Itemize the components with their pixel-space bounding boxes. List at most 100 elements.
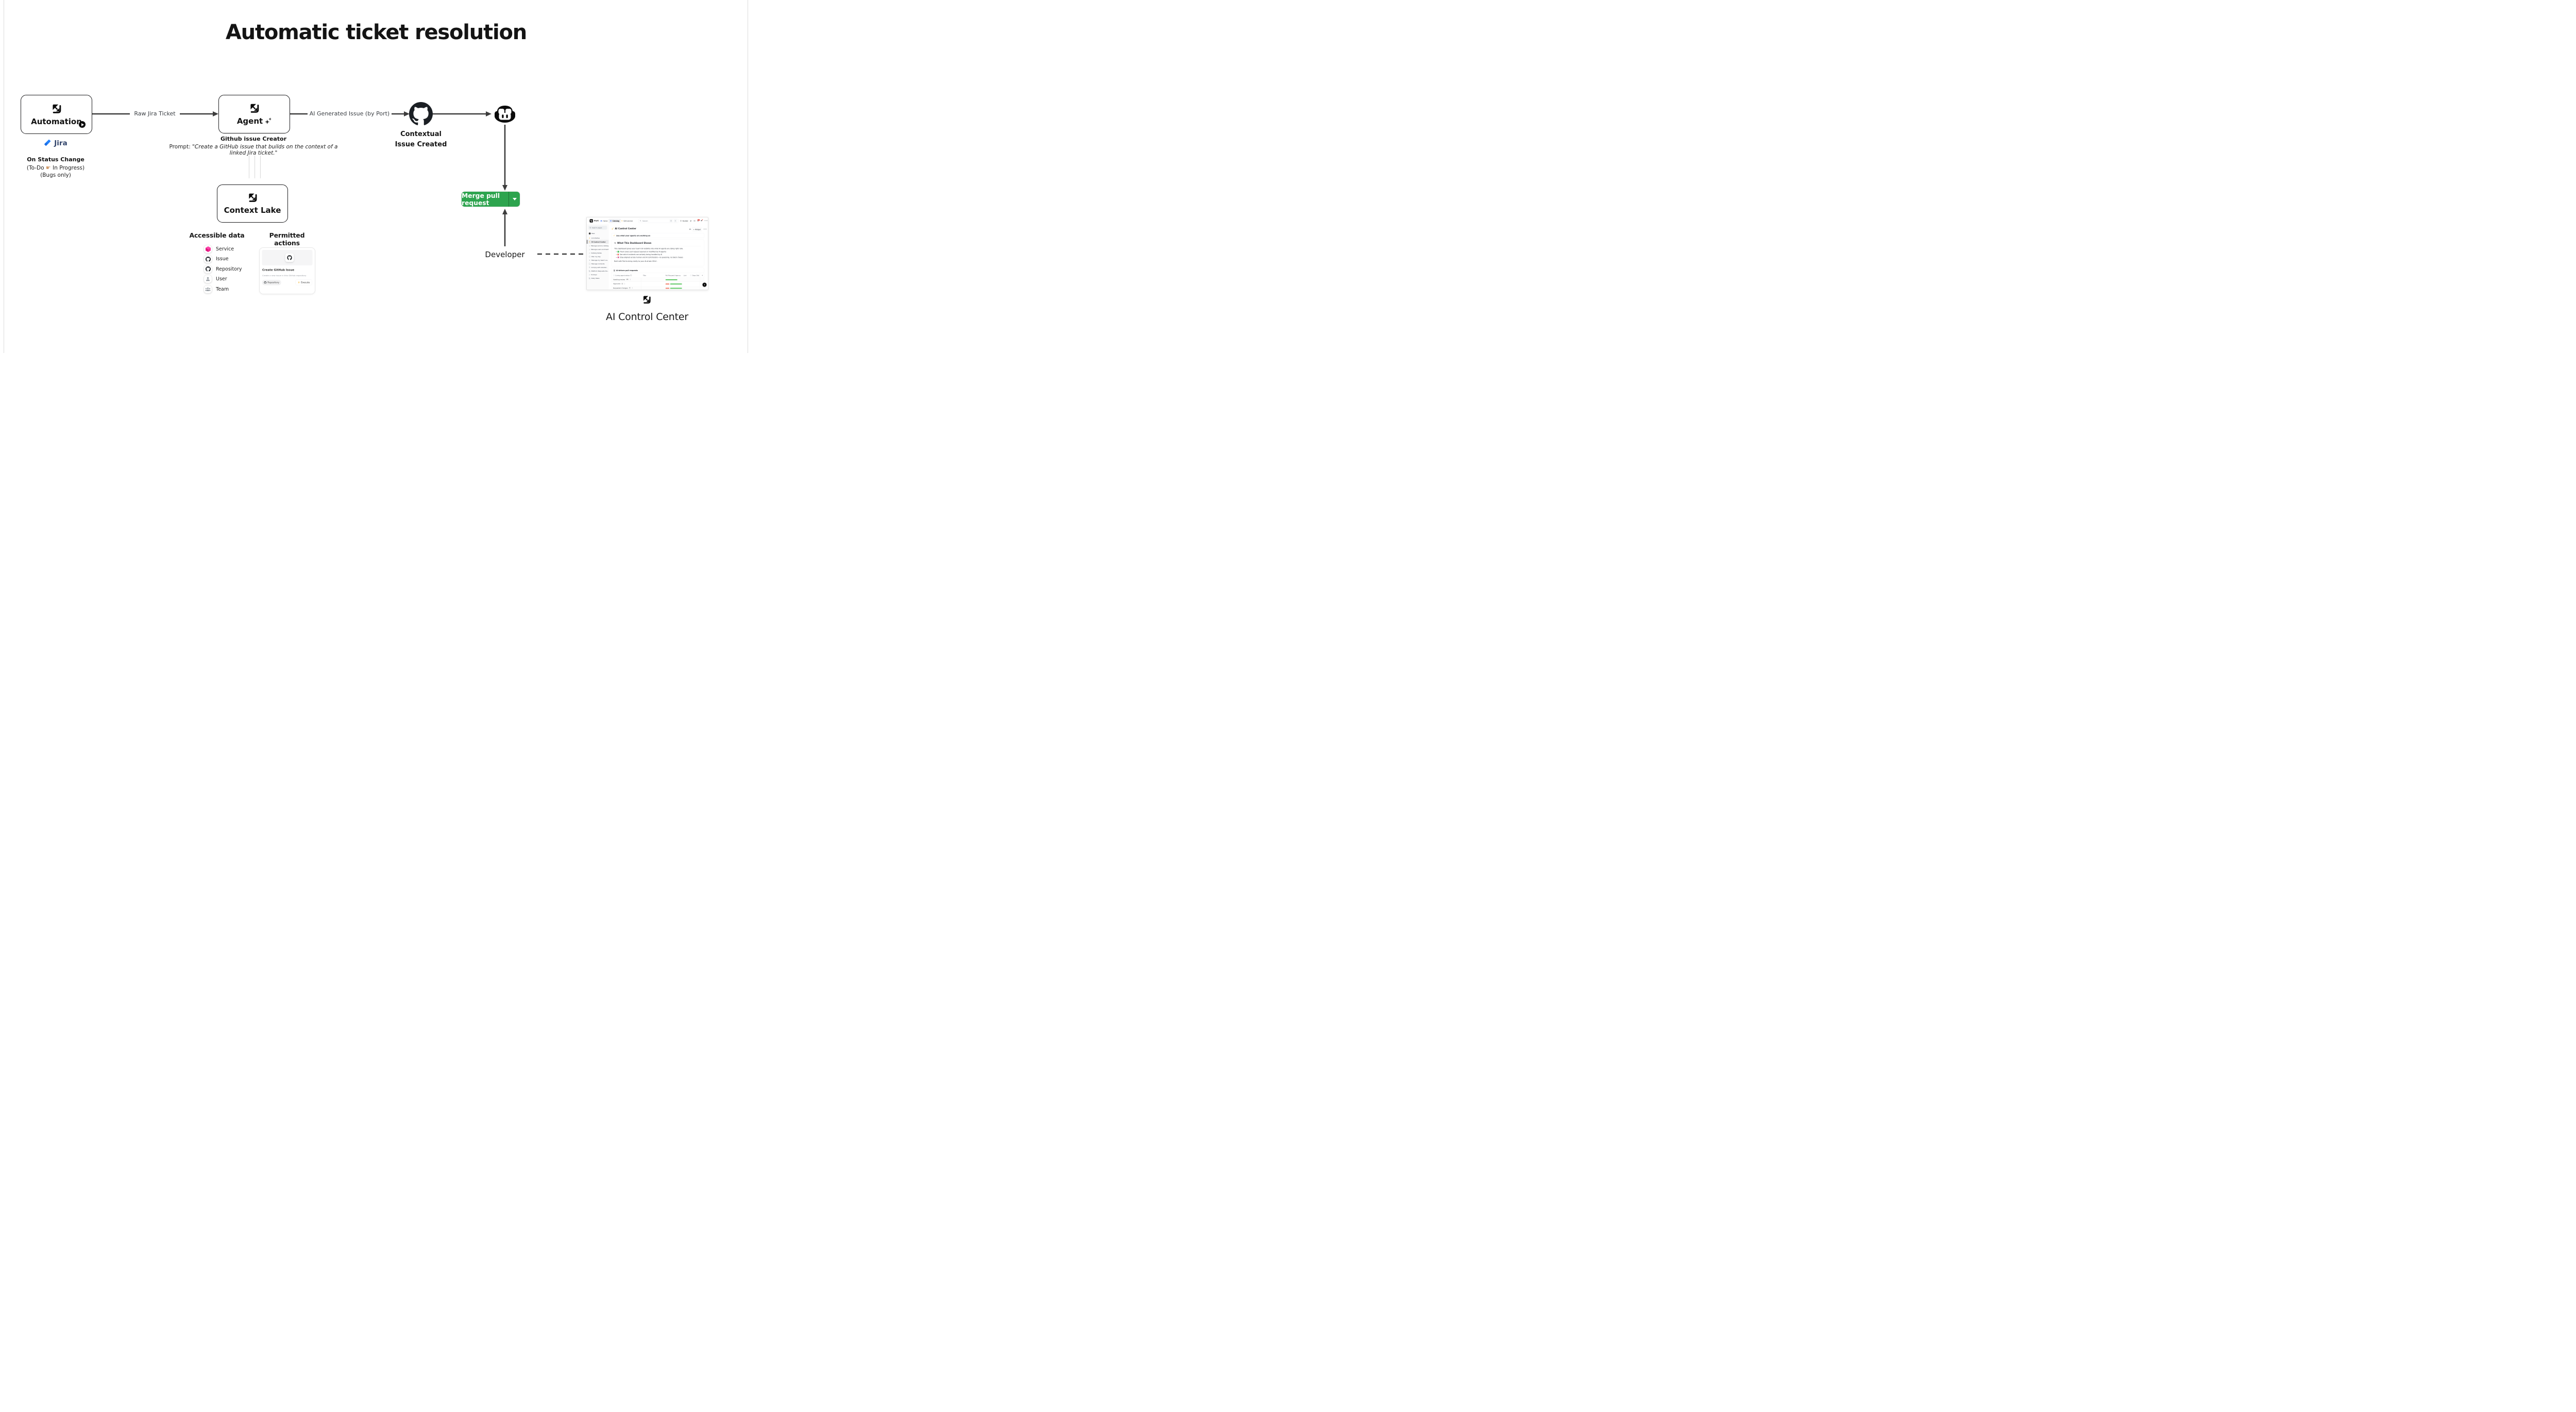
list-icon bbox=[610, 220, 612, 222]
sidebar-item-manage-service-catalog[interactable]: ❭Manage service catalog bbox=[589, 245, 609, 247]
sidebar-item-surveys[interactable]: ❭Surveys bbox=[589, 274, 597, 276]
announcements-button[interactable] bbox=[701, 219, 703, 222]
action-card-banner bbox=[262, 250, 313, 265]
jira-trigger-line1: On Status Change bbox=[27, 156, 84, 163]
list-item: Repository bbox=[204, 265, 242, 273]
accessible-data-heading: Accessible data bbox=[189, 231, 245, 239]
permitted-actions-heading: Permitted actions bbox=[269, 231, 305, 247]
port-logo-icon bbox=[51, 103, 62, 114]
team-icon bbox=[204, 285, 212, 293]
user-icon bbox=[204, 275, 212, 283]
sparkle-icon bbox=[589, 241, 590, 243]
edge-label-ai-generated-issue: AI Generated Issue (by Port) bbox=[308, 110, 392, 117]
merge-dropdown-button[interactable] bbox=[509, 192, 520, 207]
sidebar-item-new[interactable]: +New bbox=[589, 232, 595, 234]
cmd-keycap: ⌘ bbox=[669, 219, 673, 223]
search-icon bbox=[640, 220, 641, 222]
sidebar-item-manage-my-teams-work[interactable]: Manage my team's w.. bbox=[587, 259, 609, 262]
execute-button[interactable]: Execute bbox=[295, 279, 312, 285]
sidebar-item-platform-requests[interactable]: Platform Requests Da.. bbox=[587, 270, 609, 273]
lightning-icon bbox=[621, 220, 623, 222]
control-center-screenshot[interactable]: Port Home Catalog Self-service bbox=[586, 217, 708, 290]
action-card[interactable]: Create GitHub Issue Create a new issue i… bbox=[259, 247, 315, 294]
list-item: Issue bbox=[204, 255, 242, 263]
repository-tag[interactable]: Repository bbox=[262, 280, 281, 285]
node-agent-label: Agent bbox=[236, 116, 263, 126]
sidebar-item-comply-with-standards[interactable]: Comply with standar.. bbox=[587, 266, 609, 270]
bullet-item: ✔ Track every pull request opened or mod… bbox=[616, 251, 701, 253]
search-icon bbox=[590, 227, 591, 228]
more-menu[interactable]: ••• bbox=[703, 228, 707, 230]
jira-logo-icon bbox=[44, 140, 51, 146]
dashboard-info-card: What This Dashboard Shows This dashboard… bbox=[611, 239, 704, 266]
page-icon bbox=[589, 256, 590, 258]
thumb-sidebar: Search pages +New AI Initiative AI Contr… bbox=[587, 224, 609, 290]
github-caption: Contextual Issue Created bbox=[395, 130, 447, 149]
chevron-right-icon: ❭ bbox=[589, 252, 590, 254]
copilot-icon bbox=[495, 106, 515, 123]
unread-dot bbox=[702, 219, 703, 221]
alert-icon bbox=[617, 254, 619, 256]
table-icon bbox=[613, 270, 615, 272]
sidebar-item-ai-initiative[interactable]: AI Initiative bbox=[587, 237, 609, 240]
thumb-main: AI Control Center + Widget ••• See what … bbox=[608, 224, 708, 290]
search-icon bbox=[614, 242, 616, 244]
merge-pull-request-label[interactable]: Merge pull request bbox=[462, 192, 500, 207]
node-context-lake: Context Lake bbox=[217, 184, 288, 223]
page-title: Automatic ticket resolution bbox=[225, 21, 527, 44]
agent-subtitle: Github issue Creator bbox=[220, 136, 287, 142]
more-menu[interactable]: ••• bbox=[704, 220, 708, 222]
help-button[interactable]: ? bbox=[702, 282, 707, 287]
info-icon: i bbox=[630, 274, 632, 276]
sidebar-item-daily-tasks[interactable]: Daily Tasks bbox=[587, 277, 609, 280]
add-widget-button[interactable]: + Widget bbox=[692, 227, 702, 231]
action-card-description: Create a new issue in this GitHub reposi… bbox=[262, 274, 307, 277]
edge-ai-generated-issue bbox=[290, 111, 410, 116]
search-input[interactable]: Search ⌘ K bbox=[638, 218, 679, 223]
connector-layer bbox=[92, 111, 584, 255]
sidebar-item-manage-incidents[interactable]: Manage incidents bbox=[587, 262, 609, 266]
sidebar-item-plan-my-day[interactable]: Plan my day bbox=[587, 255, 609, 259]
agent-prompt: Prompt: "Create a GitHub issue that buil… bbox=[169, 144, 338, 156]
list-item: Team bbox=[204, 285, 242, 293]
thumb-page-title: AI Control Center bbox=[615, 227, 636, 230]
port-logo-icon[interactable] bbox=[589, 219, 593, 223]
lightning-icon bbox=[298, 281, 300, 284]
add-column-button[interactable]: + bbox=[701, 274, 703, 277]
nav-home[interactable]: Home bbox=[600, 219, 607, 223]
github-icon bbox=[204, 265, 212, 273]
builder-button[interactable]: Builder bbox=[680, 220, 688, 222]
checklist-icon[interactable] bbox=[693, 220, 696, 222]
control-center-label: AI Control Center bbox=[606, 311, 688, 323]
play-icon[interactable] bbox=[79, 121, 86, 128]
sidebar-item-ai-control-center[interactable]: AI Control Center bbox=[587, 240, 609, 244]
sidebar-search-input[interactable]: Search pages bbox=[588, 226, 607, 230]
megaphone-icon bbox=[701, 220, 702, 222]
check-icon: ✔ bbox=[617, 250, 619, 253]
nav-self-service[interactable]: Self-service bbox=[621, 219, 633, 223]
nav-catalog[interactable]: Catalog bbox=[608, 218, 621, 223]
sparkle-icon bbox=[589, 237, 590, 239]
bullet-item: See which incidents are actively being h… bbox=[616, 254, 701, 256]
history-button[interactable]: 2 bbox=[697, 219, 700, 222]
gear-icon bbox=[680, 220, 682, 222]
pointing-hand-icon: ☛ bbox=[45, 164, 51, 171]
node-automation-label: Automation bbox=[31, 116, 82, 126]
sidebar-item-catalog-tables[interactable]: ❭Catalog tables bbox=[589, 252, 602, 254]
chevron-right-icon: ❭ bbox=[589, 274, 590, 276]
list-item: Service bbox=[204, 245, 242, 253]
team-icon bbox=[589, 260, 590, 261]
merge-pull-request-button[interactable]: Merge pull request bbox=[462, 192, 520, 207]
incident-icon bbox=[589, 263, 590, 265]
chevron-down-icon bbox=[512, 198, 517, 200]
sidebar-item-manage-users-teams[interactable]: ❭Manage users and teams bbox=[589, 248, 610, 250]
edge-developer-to-merge bbox=[502, 209, 507, 246]
jira-trigger-line2: (To-Do ☛ In Progress) bbox=[26, 164, 85, 171]
invite-user-icon[interactable] bbox=[690, 220, 692, 222]
people-icon[interactable] bbox=[689, 228, 691, 230]
thumb-topbar: Port Home Catalog Self-service bbox=[587, 217, 708, 225]
